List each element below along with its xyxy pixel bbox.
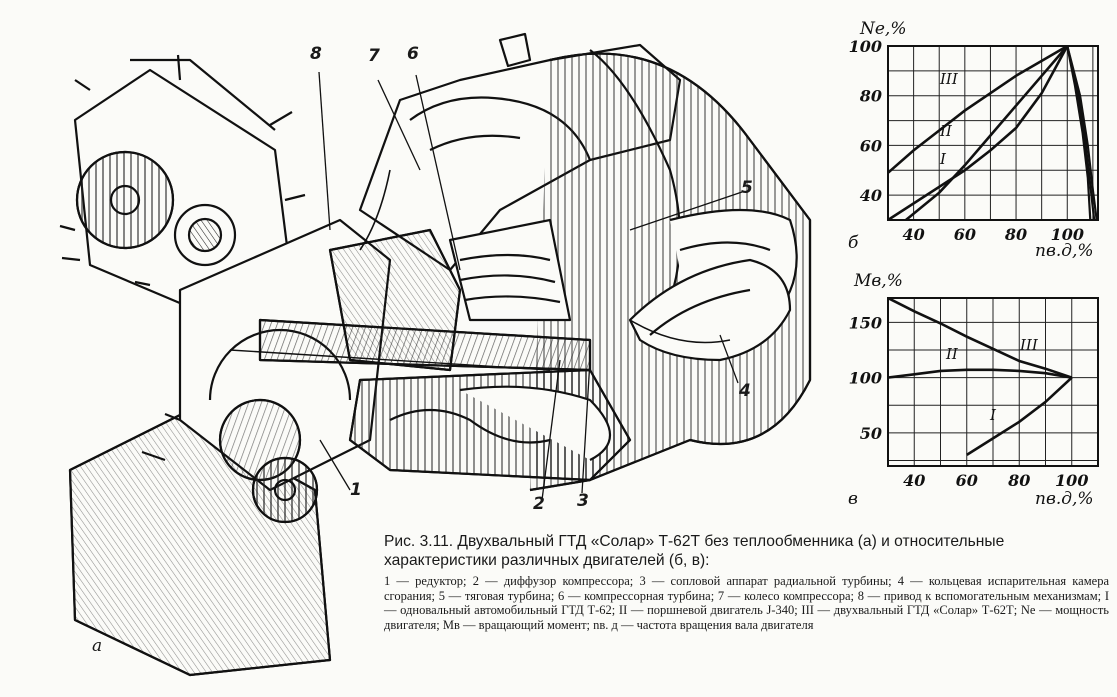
series-line-III — [888, 46, 1068, 174]
engine-cutaway-illustration — [59, 32, 812, 677]
x-tick-label: 40 — [902, 225, 924, 244]
y-tick-label: 100 — [849, 369, 882, 388]
y-tick-label: 40 — [860, 186, 882, 205]
x-tick-label: 40 — [903, 471, 925, 490]
part-label-4: 4 — [739, 381, 751, 401]
y-tick-label: 150 — [849, 313, 882, 332]
x-axis-label: nв.д,% — [1035, 489, 1094, 509]
plot-frame — [887, 297, 1099, 467]
falloff-curve — [1066, 46, 1098, 220]
chart-sublabel: б — [848, 233, 859, 253]
part-label-5: 5 — [741, 178, 753, 198]
series-line-II — [905, 46, 1069, 220]
x-tick-label: 100 — [1055, 471, 1088, 490]
figure-caption: Рис. 3.11. Двухвальный ГТД «Солар» Т-62Т… — [384, 532, 1109, 632]
x-tick-label: 80 — [1004, 225, 1027, 244]
caption-title: Рис. 3.11. Двухвальный ГТД «Солар» Т-62Т… — [384, 533, 1005, 569]
series-line-II — [888, 368, 1073, 379]
y-axis-label: Ne,% — [859, 19, 907, 39]
x-tick-label: 80 — [1007, 471, 1030, 490]
y-tick-label: 50 — [860, 424, 882, 443]
series-label-II: II — [945, 345, 959, 363]
caption-legend: 1 — редуктор; 2 — диффузор компрессора; … — [384, 574, 1109, 632]
series-line-III — [888, 298, 1073, 379]
x-tick-label: 60 — [956, 471, 978, 490]
series-label-I: I — [939, 150, 947, 168]
plot-frame — [887, 45, 1099, 221]
figure-sublabel-a: а — [92, 636, 103, 656]
part-label-8: 8 — [310, 44, 322, 64]
series-label-II: II — [939, 122, 953, 140]
x-tick-label: 60 — [954, 225, 976, 244]
y-tick-label: 80 — [859, 87, 882, 106]
series-label-III: III — [1019, 336, 1039, 354]
series-line-I — [966, 376, 1073, 457]
part-label-6: 6 — [407, 44, 419, 64]
part-label-2: 2 — [533, 494, 545, 514]
y-tick-label: 60 — [860, 136, 882, 155]
series-label-I: I — [989, 406, 997, 424]
part-label-7: 7 — [368, 46, 380, 66]
x-axis-label: nв.д,% — [1035, 241, 1094, 261]
series-label-III: III — [939, 70, 959, 88]
y-axis-label: Mв,% — [853, 271, 903, 291]
part-label-1: 1 — [350, 480, 362, 500]
y-tick-label: 100 — [849, 37, 882, 56]
series-line-I — [888, 46, 1069, 220]
x-tick-label: 100 — [1051, 225, 1084, 244]
chart-sublabel: в — [848, 489, 858, 509]
part-label-3: 3 — [577, 491, 589, 511]
